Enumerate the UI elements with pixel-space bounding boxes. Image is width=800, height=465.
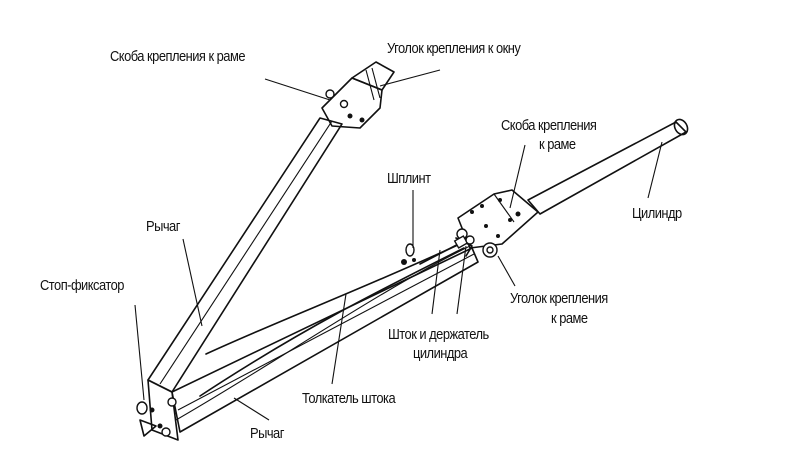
label-lever-lower: Рычаг — [250, 425, 284, 442]
cotter-pin — [401, 243, 416, 265]
stop-lock — [136, 397, 177, 437]
label-rod-pusher: Толкатель штока — [302, 390, 396, 407]
label-stop-lock: Стоп-фиксатор — [40, 277, 124, 294]
rod-pusher — [175, 243, 471, 421]
label-cylinder: Цилиндр — [632, 205, 682, 222]
label-lever-upper: Рычаг — [146, 218, 180, 235]
right-frame-bracket — [455, 189, 539, 258]
label-window-angle: Уголок крепления к окну — [387, 40, 521, 57]
label-rod-holder-line1: Шток и держатель — [388, 326, 489, 343]
label-cotter-pin: Шплинт — [387, 170, 431, 187]
top-frame-bracket — [321, 61, 395, 129]
label-frame-angle-line2: к раме — [551, 310, 588, 327]
leader-lines — [134, 69, 663, 421]
label-rod-holder-line2: цилиндра — [413, 345, 468, 362]
label-frame-angle-line1: Уголок крепления — [510, 290, 608, 307]
label-frame-bracket-right-line1: Скоба крепления — [501, 117, 597, 134]
rod-and-holder — [419, 235, 475, 265]
upper-lever-arm — [147, 117, 343, 441]
label-frame-bracket-top: Скоба крепления к раме — [110, 48, 245, 65]
label-frame-bracket-right-line2: к раме — [539, 136, 576, 153]
